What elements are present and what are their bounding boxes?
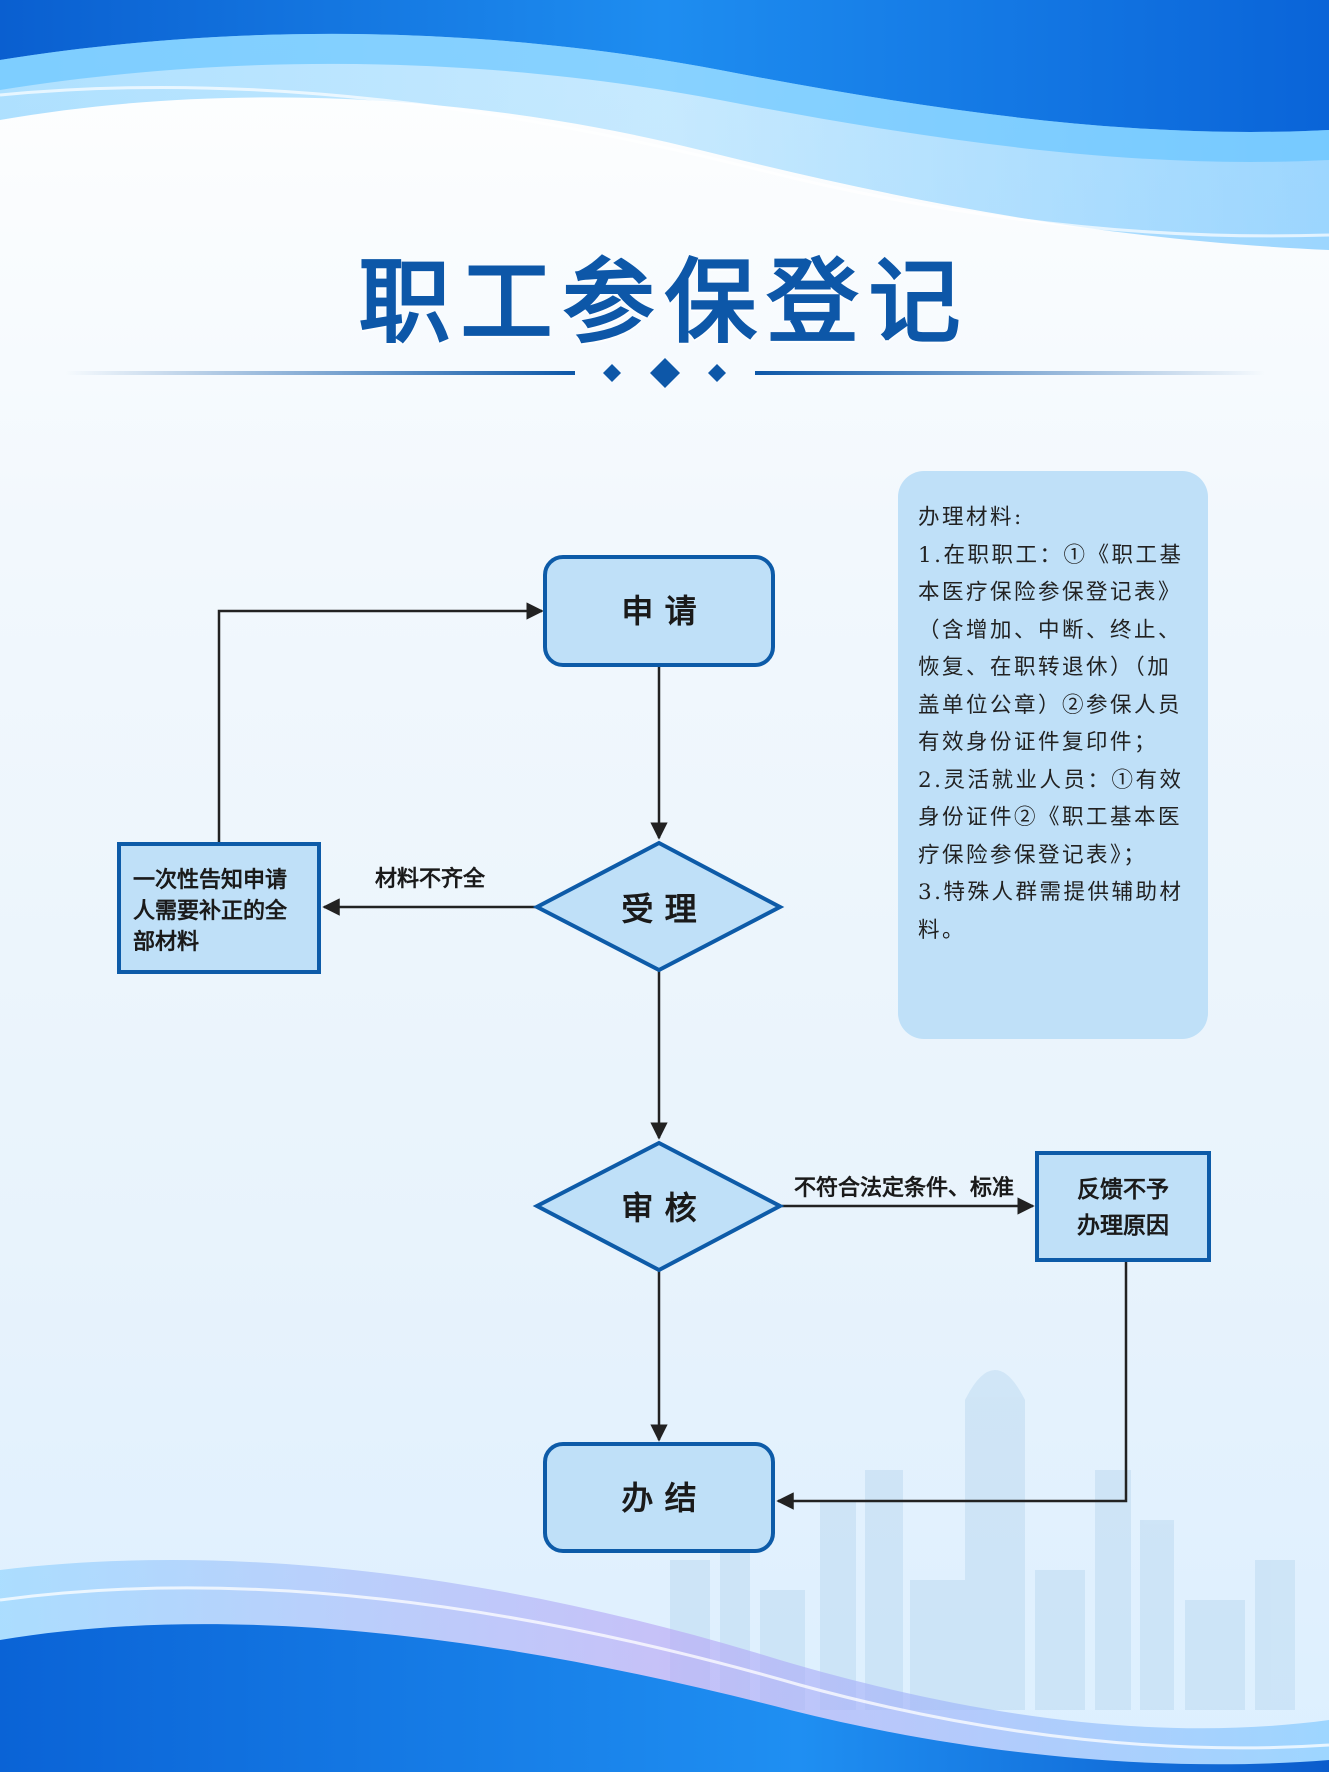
node-notify-line-1: 一次性告知申请: [133, 867, 287, 893]
node-review: 审 核: [532, 1140, 785, 1273]
materials-item-1: 1.在职职工：①《职工基本医疗保险参保登记表》（含增加、中断、终止、恢复、在职转…: [918, 542, 1184, 756]
edge-notify-apply: [217, 602, 544, 843]
materials-item-2: 2.灵活就业人员：①有效身份证件②《职工基本医疗保险参保登记表》；: [918, 767, 1184, 868]
edge-label-nonconforming: 不符合法定条件、标准: [794, 1175, 1014, 1201]
node-complete-label: 办 结: [621, 1479, 696, 1517]
materials-item-3: 3.特殊人群需提供辅助材料。: [918, 880, 1184, 943]
node-accept: 受 理: [532, 840, 785, 973]
materials-panel: 办理材料: 1.在职职工：①《职工基本医疗保险参保登记表》（含增加、中断、终止、…: [898, 471, 1208, 1039]
node-review-label: 审 核: [621, 1189, 696, 1227]
materials-heading: 办理材料:: [918, 505, 1024, 530]
node-apply: 申 请: [543, 555, 775, 667]
node-notify: 一次性告知申请 人需要补正的全 部材料: [117, 842, 321, 974]
node-complete: 办 结: [543, 1442, 775, 1553]
node-feedback-line-2: 办理原因: [1077, 1213, 1169, 1239]
edge-label-incomplete: 材料不齐全: [375, 866, 486, 892]
edge-feedback-complete: [776, 1261, 1128, 1510]
node-notify-line-2: 人需要补正的全: [133, 898, 288, 924]
node-feedback-line-1: 反馈不予: [1077, 1176, 1169, 1203]
page-title: 职工参保登记: [358, 249, 971, 356]
node-notify-line-3: 部材料: [133, 929, 199, 955]
node-accept-label: 受 理: [621, 890, 696, 928]
node-apply-label: 申 请: [621, 592, 696, 630]
node-feedback: 反馈不予 办理原因: [1035, 1151, 1211, 1262]
